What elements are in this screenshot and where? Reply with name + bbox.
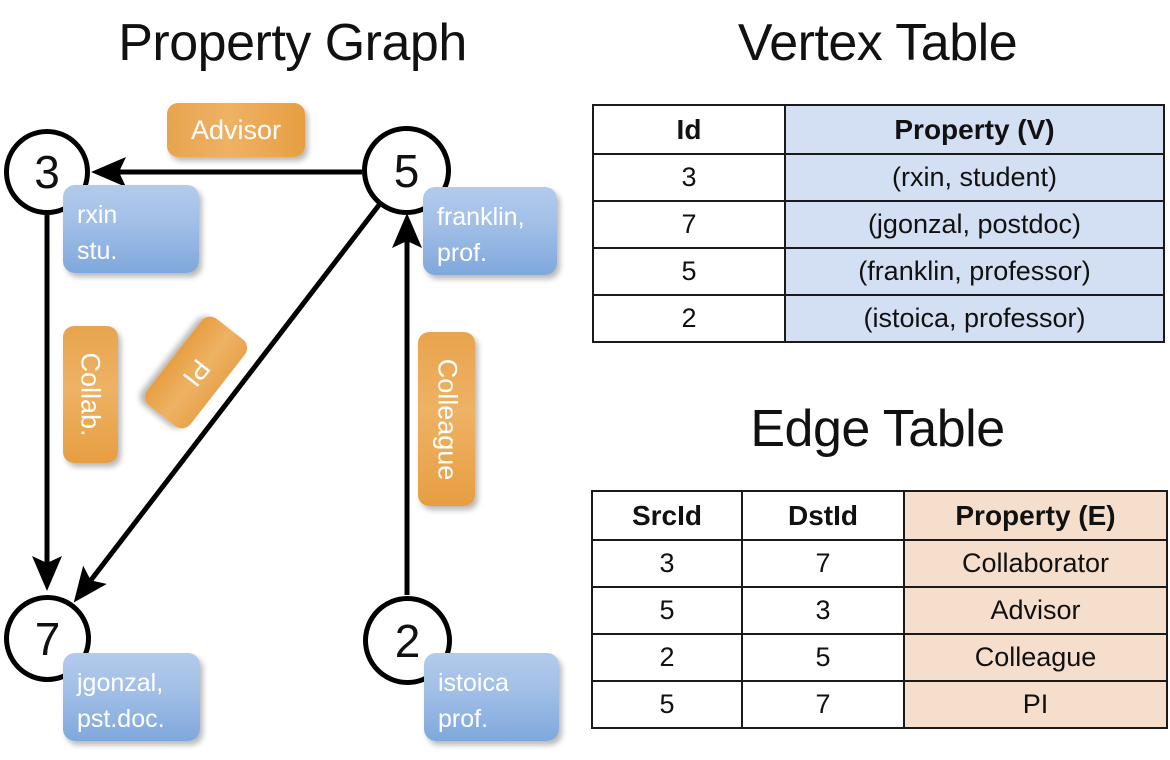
vertex-node-2-label: 2	[394, 614, 421, 667]
edge-row-3-property: PI	[903, 680, 1168, 729]
edge-table-header-row: SrcId DstId Property (E)	[591, 490, 1168, 541]
vertex-node-7-label: 7	[34, 612, 61, 665]
edge-label-advisor-text: Advisor	[190, 114, 282, 145]
edge-table-header-dstid: DstId	[741, 490, 905, 541]
vertex-row-2-id: 5	[592, 247, 786, 296]
edge-row-3-src: 5	[591, 680, 743, 729]
edge-row-0-dst: 7	[741, 539, 905, 588]
vertex-row-3-property: (istoica, professor)	[784, 294, 1165, 343]
edge-row-2-dst: 5	[741, 633, 905, 682]
edge-label-collab: Collab.	[63, 326, 118, 463]
edge-row-2-property: Colleague	[903, 633, 1168, 682]
edge-row-1-src: 5	[591, 586, 743, 635]
vertex-property-box-7: jgonzal, pst.doc.	[63, 653, 200, 741]
edge-label-colleague: Colleague	[418, 332, 475, 506]
vertex-table: Id Property (V) 3 (rxin, student) 7 (jgo…	[592, 104, 1165, 343]
table-row: 7 (jgonzal, postdoc)	[592, 200, 1165, 249]
vertex-property-7-line1: jgonzal,	[77, 669, 164, 697]
vertex-row-1-property: (jgonzal, postdoc)	[784, 200, 1165, 249]
vertex-row-1-id: 7	[592, 200, 786, 249]
vertex-table-header-row: Id Property (V)	[592, 104, 1165, 155]
vertex-row-0-id: 3	[592, 153, 786, 202]
vertex-row-0-property: (rxin, student)	[784, 153, 1165, 202]
vertex-table-header-id: Id	[592, 104, 786, 155]
edge-label-advisor: Advisor	[167, 103, 305, 157]
edge-label-colleague-text: Colleague	[432, 358, 462, 480]
table-row: 3 (rxin, student)	[592, 153, 1165, 202]
page-title-vertex-table: Vertex Table	[737, 14, 1018, 72]
table-row: 2 5 Colleague	[591, 633, 1168, 682]
vertex-property-box-3: rxin stu.	[63, 185, 199, 273]
vertex-node-5-label: 5	[393, 144, 420, 197]
page-title-property-graph: Property Graph	[118, 14, 467, 72]
vertex-property-box-2: istoica prof.	[424, 653, 559, 741]
vertex-table-header-property: Property (V)	[784, 104, 1165, 155]
edge-row-1-dst: 3	[741, 586, 905, 635]
vertex-node-3-label: 3	[34, 146, 60, 198]
vertex-property-2-line2: prof.	[438, 705, 489, 733]
edge-5-to-7	[73, 203, 381, 603]
vertex-property-7-line2: pst.doc.	[77, 705, 165, 733]
vertex-property-5-line2: prof.	[437, 239, 488, 267]
edge-table-header-property: Property (E)	[903, 490, 1168, 541]
graph-edges-layer	[32, 157, 422, 603]
vertex-row-2-property: (franklin, professor)	[784, 247, 1165, 296]
edge-table-header-srcid: SrcId	[591, 490, 743, 541]
table-row: 3 7 Collaborator	[591, 539, 1168, 588]
vertex-property-5-line1: franklin,	[437, 203, 525, 231]
table-row: 5 3 Advisor	[591, 586, 1168, 635]
edge-row-0-property: Collaborator	[903, 539, 1168, 588]
vertex-row-3-id: 2	[592, 294, 786, 343]
edge-row-2-src: 2	[591, 633, 743, 682]
table-row: 5 7 PI	[591, 680, 1168, 729]
page-title-edge-table: Edge Table	[750, 400, 1005, 458]
table-row: 5 (franklin, professor)	[592, 247, 1165, 296]
edge-row-3-dst: 7	[741, 680, 905, 729]
vertex-property-2-line1: istoica	[438, 669, 509, 697]
vertex-property-3-line2: stu.	[77, 237, 118, 265]
vertex-property-box-5: franklin, prof.	[423, 187, 557, 275]
vertex-property-3-line1: rxin	[77, 201, 118, 229]
edge-row-1-property: Advisor	[903, 586, 1168, 635]
vertex-node-2[interactable]: 2	[363, 596, 452, 685]
table-row: 2 (istoica, professor)	[592, 294, 1165, 343]
edge-table: SrcId DstId Property (E) 3 7 Collaborato…	[591, 490, 1168, 729]
property-graph-diagram: 3 5 7 2 rxin stu. franklin, prof. jgonza…	[4, 103, 559, 741]
edge-row-0-src: 3	[591, 539, 743, 588]
edge-label-pi-text: PI	[176, 353, 217, 393]
vertex-node-5[interactable]: 5	[362, 126, 451, 215]
edge-label-collab-text: Collab.	[76, 352, 107, 437]
